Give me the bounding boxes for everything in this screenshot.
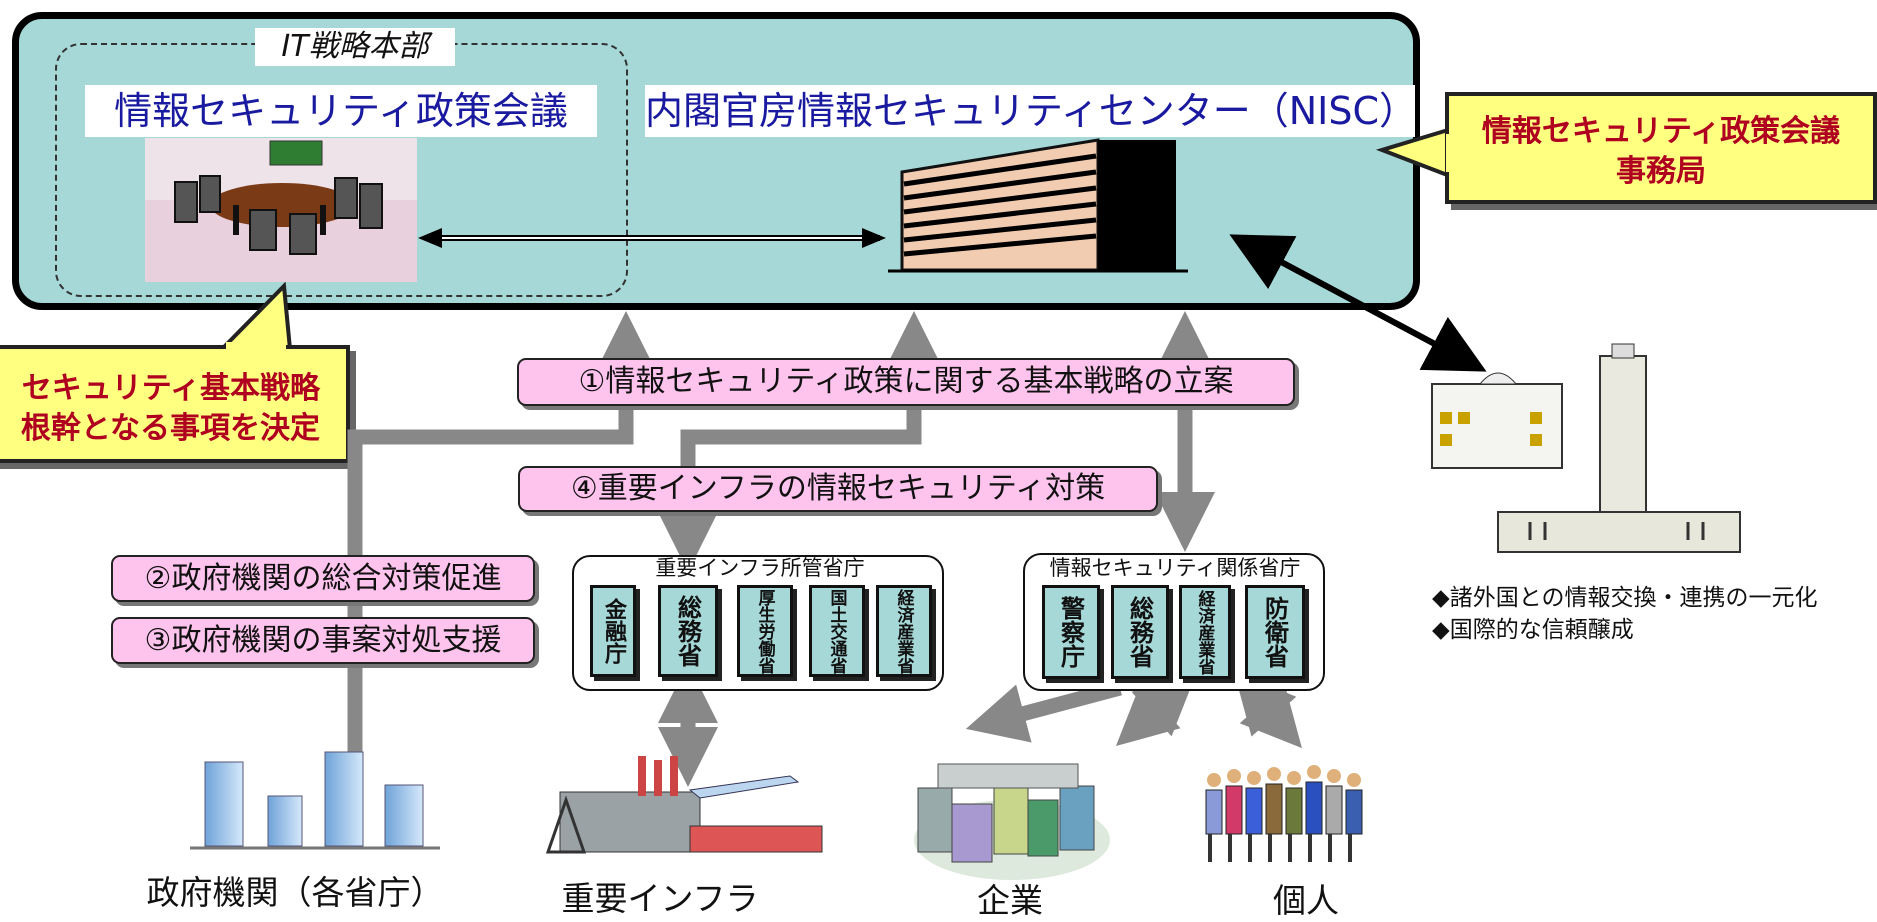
international-note-2: ◆国際的な信頼醸成: [1432, 617, 1634, 643]
secretariat-callout: 情報セキュリティ政策会議 事務局: [1445, 92, 1877, 204]
government-buildings-image: [190, 751, 440, 850]
secretariat-line1: 情報セキュリティ政策会議: [1481, 114, 1841, 149]
function-incident-support: ③政府機関の事案対処支援: [111, 617, 535, 664]
nisc-building-image: [888, 138, 1188, 273]
ministry-meti-security: 経済産業省: [1179, 585, 1231, 679]
council-title: 情報セキュリティ政策会議: [85, 85, 597, 137]
secretariat-line2: 事務局: [1616, 154, 1706, 189]
target-companies: 企業: [977, 881, 1043, 920]
companies-image: [914, 763, 1110, 880]
ministry-fsa: 金融庁: [590, 585, 636, 677]
function-comprehensive-measures: ②政府機関の総合対策促進: [111, 555, 535, 602]
target-individuals: 個人: [1273, 881, 1339, 920]
it-hq-label: IT戦略本部: [255, 28, 455, 66]
strategy-line1: セキュリティ基本戦略: [21, 371, 320, 406]
target-government: 政府機関（各省庁）: [146, 873, 444, 912]
ministry-mic-security: 総務省: [1111, 585, 1169, 679]
council-nisc-arrow: [418, 228, 886, 248]
ministry-mlit: 国土交通省: [809, 585, 865, 677]
function-basic-strategy: ①情報セキュリティ政策に関する基本戦略の立案: [517, 358, 1295, 406]
conference-room-image: [145, 138, 417, 282]
security-ministries-title: 情報セキュリティ関係省庁: [1049, 556, 1301, 580]
infrastructure-image: [545, 756, 823, 854]
ministry-mic-infra: 総務省: [658, 585, 718, 677]
nisc-title: 内閣官房情報セキュリティセンター（NISC）: [645, 85, 1417, 137]
ministry-npa: 警察庁: [1042, 585, 1100, 679]
infra-ministries-title: 重要インフラ所管省庁: [655, 556, 865, 580]
ministry-mod: 防衛省: [1245, 585, 1305, 679]
strategy-callout: セキュリティ基本戦略 根幹となる事項を決定: [0, 345, 350, 463]
international-note-1: ◆諸外国との情報交換・連携の一元化: [1432, 585, 1818, 611]
function-infrastructure: ④重要インフラの情報セキュリティ対策: [518, 466, 1158, 512]
capitol-building-image: [1431, 343, 1741, 553]
individuals-image: [1205, 765, 1363, 862]
ministry-mhlw: 厚生労働省: [737, 585, 793, 677]
target-infrastructure: 重要インフラ: [561, 879, 759, 918]
ministry-meti-infra: 経済産業省: [876, 585, 932, 677]
strategy-line2: 根幹となる事項を決定: [20, 411, 320, 446]
